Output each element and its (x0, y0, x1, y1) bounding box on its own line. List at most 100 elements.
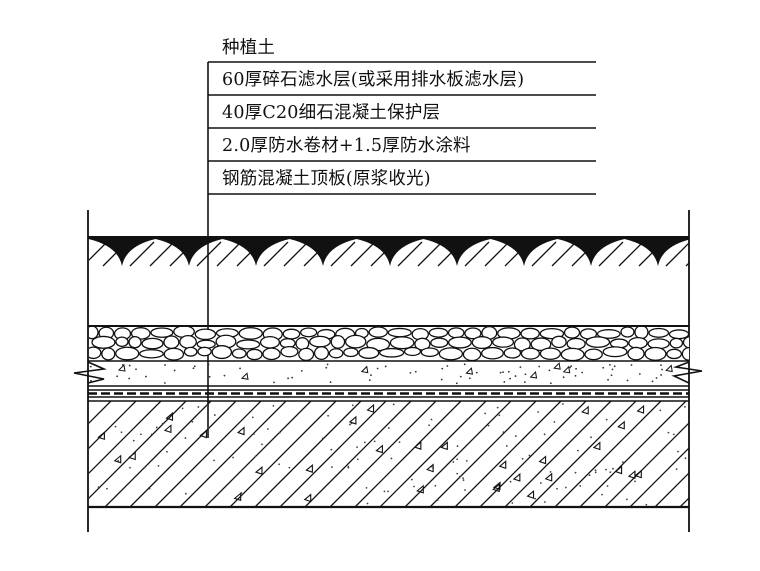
soil-hatch-line (89, 241, 108, 261)
slab-aggregate-dot (321, 437, 324, 440)
soil-cusp-fill (256, 238, 323, 266)
gravel-stone (343, 347, 359, 358)
soil-hatch-line (330, 241, 356, 267)
slab-aggregate-dot (132, 439, 135, 442)
concrete-aggregate-dot (455, 382, 458, 385)
concrete-aggregate-dot (193, 365, 196, 368)
soil-hatch-line (706, 242, 730, 266)
layer-label-waterproofing: 2.0厚防水卷材+1.5厚防水涂料 (222, 136, 471, 156)
gravel-stone (309, 335, 331, 348)
gravel-stone (627, 346, 645, 361)
concrete-aggregate-dot (207, 363, 210, 366)
gravel-stone (688, 333, 689, 335)
slab-aggregate-triangle (512, 472, 521, 482)
concrete-aggregate-dot (581, 371, 584, 374)
concrete-aggregate-dot (630, 364, 633, 366)
slab-aggregate-triangle (236, 426, 245, 436)
soil-hatch-line (417, 241, 443, 267)
slab-aggregate-dot (502, 431, 505, 434)
slab-hatch-line (604, 422, 689, 507)
slab-aggregate-dot (254, 455, 257, 458)
slab-aggregate-dot (606, 485, 609, 487)
slab-hatch-line (104, 401, 212, 507)
left-break-symbol (73, 361, 107, 384)
slab-hatch-line (554, 401, 662, 507)
slab-aggregate-dot (487, 424, 490, 427)
concrete-aggregate-dot (509, 377, 511, 380)
slab-aggregate-dot (197, 406, 200, 408)
slab-aggregate-dot (539, 482, 542, 484)
slab-aggregate-dot (498, 414, 501, 417)
gravel-stone (644, 346, 667, 361)
soil-hatch-line (397, 241, 423, 267)
gravel-stone (246, 348, 263, 361)
slab-aggregate-dot (509, 480, 512, 483)
gravel-stone (368, 327, 388, 338)
concrete-aggregate-dot (602, 366, 605, 369)
gravel-stone (668, 329, 689, 340)
soil-hatch-line (303, 241, 329, 267)
slab-aggregate-dot (191, 420, 194, 423)
gravel-stone (379, 347, 405, 358)
soil-hatch-line (149, 241, 175, 267)
concrete-aggregate-triangle (562, 365, 571, 374)
slab-aggregate-dot (684, 405, 686, 408)
concrete-aggregate-dot (414, 370, 417, 373)
slab-aggregate-dot (452, 461, 455, 463)
slab-aggregate-triangle (426, 463, 434, 473)
concrete-aggregate-dot (655, 377, 658, 379)
slab-aggregate-dot (327, 414, 330, 417)
slab-aggregate-dot (288, 466, 291, 469)
slab-aggregate-triangle (526, 489, 535, 499)
gravel-stone (520, 347, 541, 360)
slab-aggregate-dot (351, 404, 354, 407)
gravel-stone (128, 336, 142, 349)
slab-aggregate-dot (594, 469, 597, 472)
gravel-stone (387, 327, 412, 338)
slab-aggregate-dot (261, 443, 263, 446)
layer-label-rc-roof-slab: 钢筋混凝土顶板(原浆收光) (222, 169, 431, 189)
slab-aggregate-dot (534, 497, 537, 500)
gravel-stone (563, 327, 581, 339)
concrete-aggregate-dot (239, 367, 241, 370)
slab-aggregate-dot (330, 448, 333, 451)
slab-aggregate-dot (456, 458, 459, 461)
concrete-aggregate-dot (507, 370, 510, 373)
concrete-aggregate-triangle (465, 367, 474, 375)
gravel-stone (666, 348, 683, 360)
gravel-stone (115, 336, 129, 347)
slab-aggregate-dot (356, 458, 359, 461)
gravel-stone (634, 327, 649, 340)
slab-hatch-line (429, 401, 537, 507)
slab-hatch-line (730, 401, 760, 507)
slab-aggregate-dot (659, 409, 662, 412)
concrete-aggregate-dot (135, 368, 137, 371)
concrete-aggregate-triangle (117, 364, 126, 372)
slab-aggregate-dot (120, 431, 123, 434)
slab-aggregate-dot (139, 433, 142, 436)
layer-label-fine-stone-concrete: 40厚C20细石混凝土保护层 (222, 103, 441, 123)
slab-aggregate-dot (387, 427, 390, 429)
gravel-stone (682, 336, 689, 349)
slab-aggregate-dot (364, 441, 366, 444)
gravel-stone (539, 347, 562, 360)
gravel-stone (584, 348, 603, 361)
soil-hatch-line (484, 241, 510, 267)
soil-hatch-line (263, 241, 289, 267)
gravel-stone (492, 336, 515, 348)
slab-aggregate-dot (675, 468, 678, 471)
slab-aggregate-dot (462, 477, 465, 480)
slab-aggregate-dot (528, 454, 531, 457)
soil-cusp-fill (591, 238, 658, 266)
slab-aggregate-triangle (348, 415, 357, 425)
gravel-stone (585, 336, 611, 348)
soil-hatch-line (598, 241, 624, 267)
concrete-aggregate-dot (192, 367, 195, 370)
gravel-stone (358, 346, 380, 359)
concrete-aggregate-dot (446, 365, 449, 367)
concrete-aggregate-dot (660, 374, 663, 376)
concrete-aggregate-dot (409, 371, 412, 374)
soil-cusp-fill (122, 238, 189, 266)
gravel-stone (262, 347, 281, 361)
concrete-aggregate-dot (273, 381, 275, 384)
